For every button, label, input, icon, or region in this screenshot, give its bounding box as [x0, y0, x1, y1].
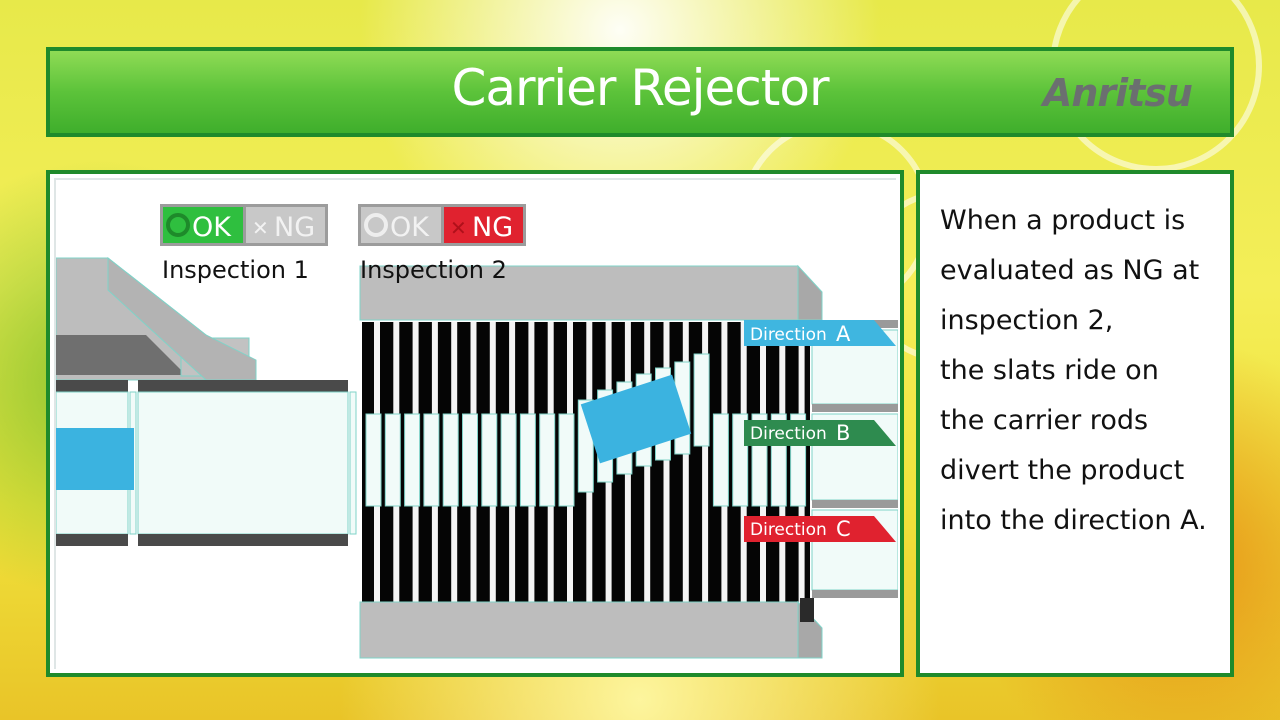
inspection-2-ng: NG [472, 212, 513, 243]
ng-lamp-off [246, 207, 325, 243]
rejector-top-cover [359, 264, 823, 321]
inspection-1-label: Inspection 1 [162, 256, 309, 284]
slat [404, 413, 421, 507]
diverted-product [580, 374, 692, 464]
carrier-rod [682, 322, 689, 602]
direction-b-flag: Direction B [744, 420, 896, 446]
inspection-1-indicator: OK ✕ NG Inspection 1 [160, 204, 328, 284]
description-text: When a product is evaluated as NG at ins… [940, 196, 1240, 546]
inspection-2-label: Inspection 2 [360, 256, 507, 284]
inspection-1-ok: OK [192, 212, 232, 243]
diagram-panel: Direction A Direction B Direction C OK [46, 170, 904, 677]
direction-a-label: Direction [750, 325, 827, 345]
slat [423, 413, 440, 507]
cross-icon: ✕ [252, 216, 269, 240]
slat [693, 353, 710, 447]
outfeed-lanes [811, 320, 899, 598]
direction-a-letter: A [836, 322, 851, 346]
description-line: When a product is [940, 205, 1186, 236]
slat [384, 413, 401, 507]
slat [481, 413, 498, 507]
page-title: Carrier Rejector [451, 59, 829, 117]
rejector-bottom-cover [359, 598, 823, 659]
description-line: the carrier rods [940, 405, 1149, 436]
slat [732, 413, 749, 507]
direction-c-letter: C [836, 517, 851, 541]
description-line: inspection 2, [940, 305, 1114, 336]
title-banner: Carrier Rejector Anritsu [46, 47, 1234, 137]
direction-c-label: Direction [750, 520, 827, 540]
infeed-conveyor [55, 256, 357, 546]
description-line: into the direction A. [940, 505, 1207, 536]
slat [365, 413, 382, 507]
carrier-rod [702, 322, 709, 602]
direction-b-label: Direction [750, 424, 827, 444]
slat [462, 413, 478, 507]
ng-lamp-on [444, 207, 523, 243]
inspection-2-ok: OK [390, 212, 430, 243]
circle-icon [166, 213, 190, 237]
description-line: evaluated as NG at [940, 255, 1200, 286]
ok-lamp-on [163, 207, 243, 243]
ok-lamp-off [361, 207, 441, 243]
slat [712, 413, 729, 507]
cross-icon: ✕ [450, 216, 467, 240]
description-panel: When a product is evaluated as NG at ins… [916, 170, 1234, 677]
direction-a-flag: Direction A [744, 320, 896, 346]
circle-icon [364, 213, 388, 237]
anritsu-logo: Anritsu [1042, 71, 1193, 115]
slat [539, 413, 556, 507]
slat [519, 413, 536, 507]
slat [500, 413, 517, 507]
inspection-1-ng: NG [274, 212, 315, 243]
direction-c-flag: Direction C [744, 516, 896, 542]
diagram-canvas: Direction A Direction B Direction C OK [54, 178, 899, 669]
slat [442, 413, 459, 507]
description-line: divert the product [940, 455, 1185, 486]
carrier-rod [663, 322, 670, 602]
inspection-2-indicator: OK ✕ NG Inspection 2 [358, 204, 526, 284]
slat [558, 413, 575, 507]
description-line: the slats ride on [940, 355, 1159, 386]
direction-b-letter: B [836, 421, 850, 445]
carrier-rejector-diagram: Direction A Direction B Direction C OK [55, 204, 899, 659]
product-box [56, 428, 134, 490]
